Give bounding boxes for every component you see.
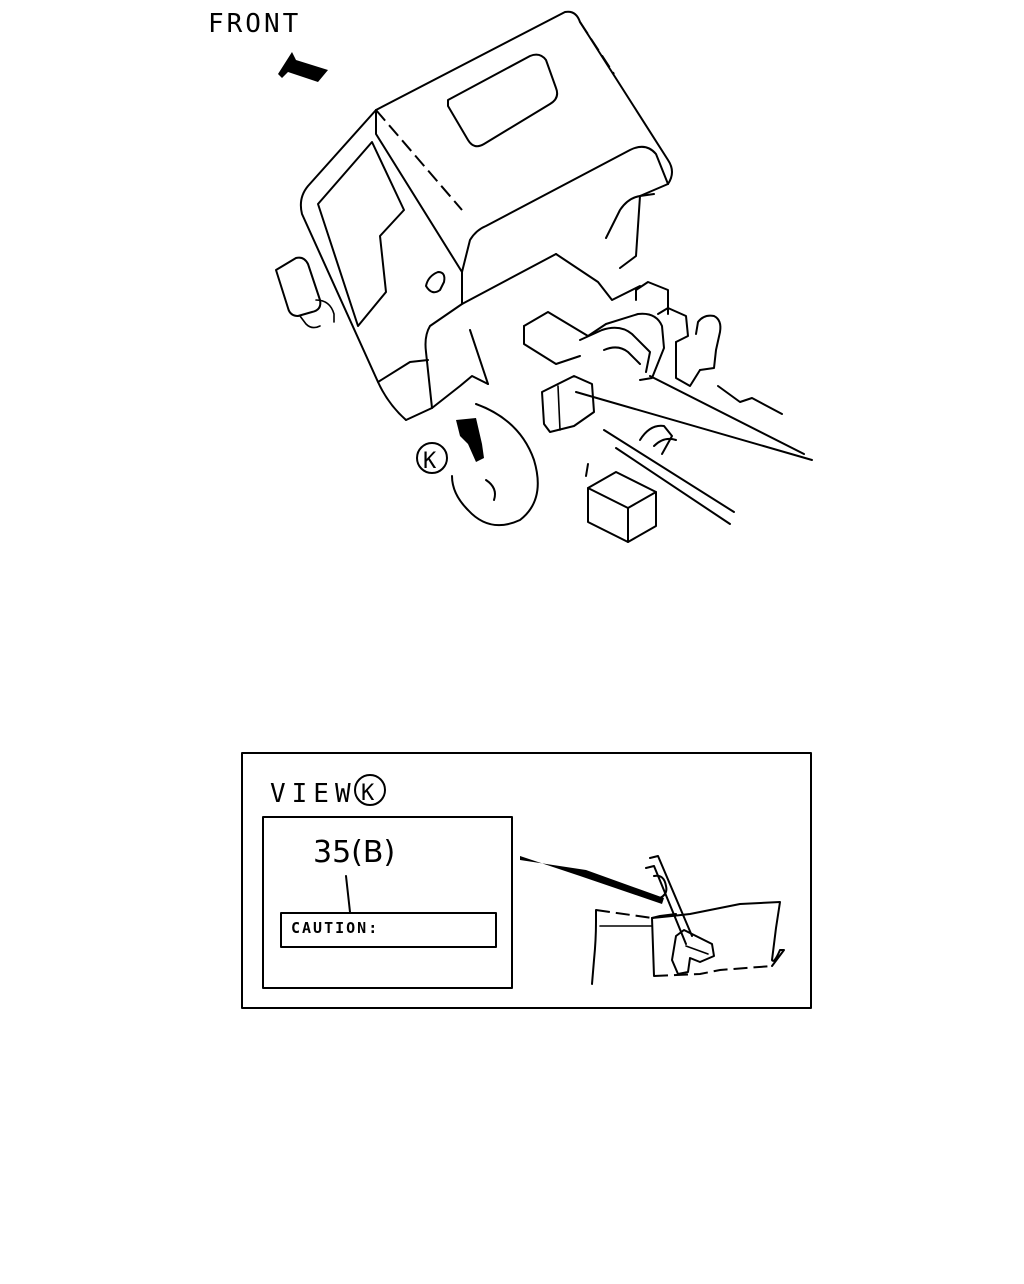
detail-view-marker-circle [354,774,386,806]
label-inset-frame [262,816,513,989]
front-label: FRONT [208,9,301,39]
cab-lock-lever-sketch [591,855,785,985]
view-marker-letter: K [423,449,437,474]
detail-view-marker-letter: K [361,781,375,806]
inset-pointer [520,856,664,904]
caution-label-text: CAUTION: [291,919,379,937]
front-arrow-icon [278,52,328,82]
tilted-cab-illustration [275,10,813,543]
part-callout: 35(B) [313,835,395,870]
caution-label-plate [280,912,497,948]
detail-view-frame [241,752,812,1009]
callout-leader-line [345,875,351,913]
detail-view-title: VIEW [270,779,357,809]
